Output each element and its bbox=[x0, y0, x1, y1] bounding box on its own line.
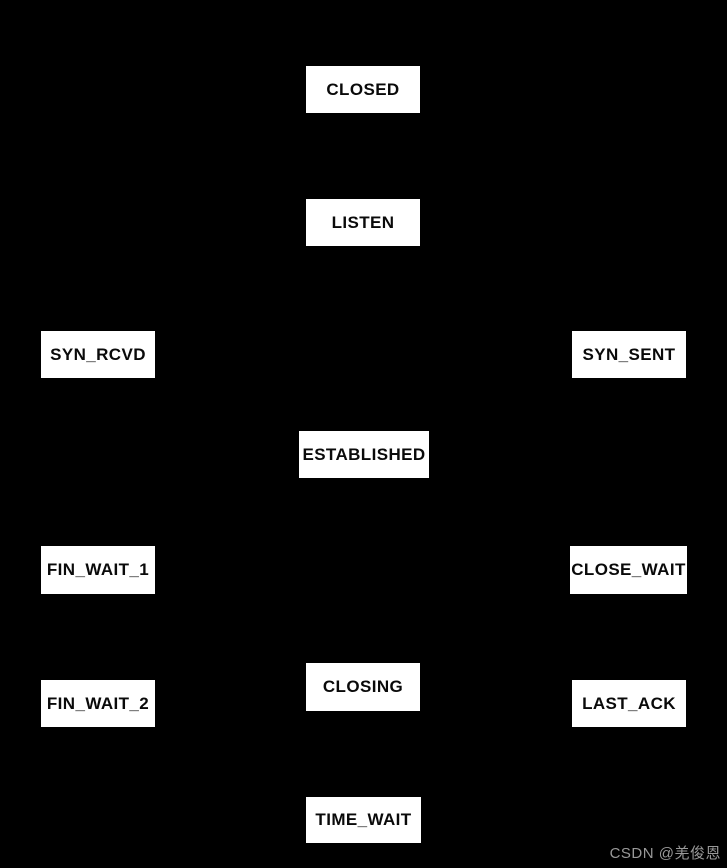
state-node-fin-wait-2: FIN_WAIT_2 bbox=[41, 680, 155, 727]
state-node-established: ESTABLISHED bbox=[299, 431, 429, 478]
state-node-fin-wait-1: FIN_WAIT_1 bbox=[41, 546, 155, 594]
state-node-syn-sent: SYN_SENT bbox=[572, 331, 686, 378]
state-node-closed: CLOSED bbox=[306, 66, 420, 113]
state-node-time-wait: TIME_WAIT bbox=[306, 797, 421, 843]
state-node-closing: CLOSING bbox=[306, 663, 420, 711]
state-node-close-wait: CLOSE_WAIT bbox=[570, 546, 687, 594]
state-node-syn-rcvd: SYN_RCVD bbox=[41, 331, 155, 378]
state-node-last-ack: LAST_ACK bbox=[572, 680, 686, 727]
csdn-watermark: CSDN @羌俊恩 bbox=[609, 845, 721, 862]
state-node-listen: LISTEN bbox=[306, 199, 420, 246]
